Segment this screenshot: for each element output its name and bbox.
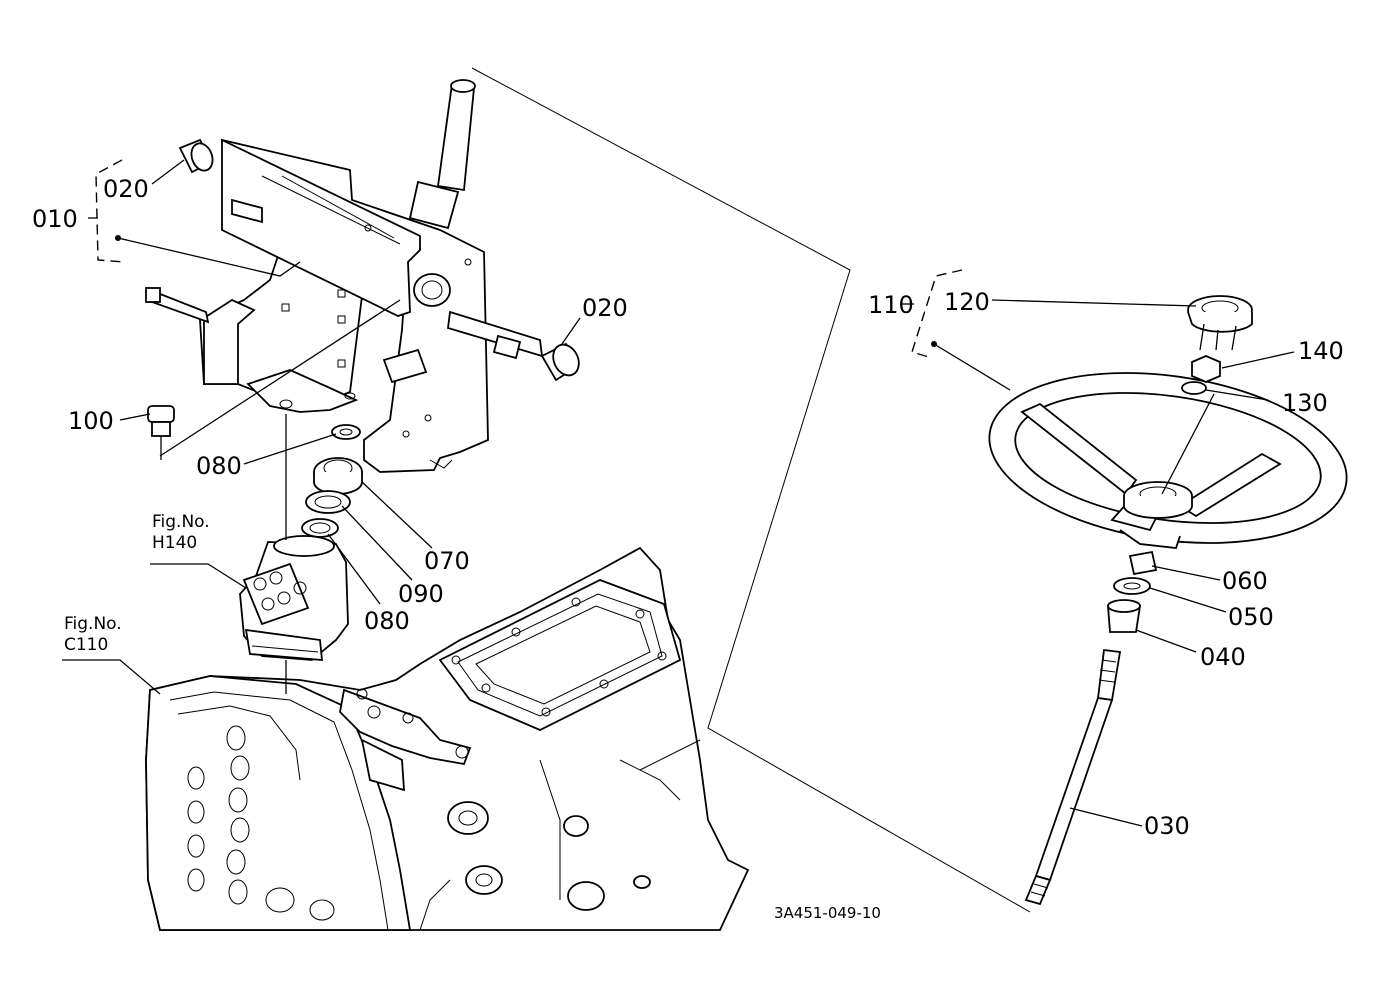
bolt-part	[147, 405, 175, 460]
steering-wheel-part	[988, 372, 1348, 549]
callout-080-lower: 080	[364, 607, 410, 635]
figure-ref-h140-line2: H140	[152, 533, 198, 554]
steering-bracket-part	[145, 79, 544, 473]
panel-outline	[471, 67, 1031, 913]
callout-100: 100	[68, 407, 114, 435]
callout-010: 010	[32, 205, 78, 233]
shaft-fittings-part	[1107, 550, 1158, 633]
callout-120: 120	[944, 288, 990, 316]
callout-090: 090	[398, 580, 444, 608]
steering-valve-part	[239, 535, 349, 661]
bushing-part	[178, 138, 580, 382]
callout-020-left: 020	[103, 175, 149, 203]
washer-stack-part	[301, 424, 363, 538]
callout-070: 070	[424, 547, 470, 575]
group-bracket-010	[95, 159, 125, 263]
leader-lines	[62, 159, 1295, 827]
case-holes	[187, 725, 335, 921]
callout-020-right: 020	[582, 294, 628, 322]
steering-shaft-part	[1024, 648, 1122, 906]
callout-050: 050	[1228, 603, 1274, 631]
figure-ref-c110-line2: C110	[64, 635, 109, 656]
nut-part	[1181, 355, 1221, 395]
figure-ref-c110: Fig.No. C110	[64, 614, 122, 657]
center-cap-part	[1187, 295, 1253, 351]
transmission-case-part	[145, 546, 750, 931]
callout-080-upper: 080	[196, 452, 242, 480]
figure-ref-h140-line1: Fig.No.	[152, 512, 210, 532]
callout-060: 060	[1222, 567, 1268, 595]
group-bracket-110	[911, 269, 963, 359]
callout-040: 040	[1200, 643, 1246, 671]
callout-130: 130	[1282, 389, 1328, 417]
figure-ref-h140: Fig.No. H140	[152, 512, 210, 555]
callout-140: 140	[1298, 337, 1344, 365]
callout-030: 030	[1144, 812, 1190, 840]
callout-110: 110	[868, 291, 914, 319]
figure-code: 3A451-049-10	[774, 904, 881, 922]
figure-ref-c110-line1: Fig.No.	[64, 614, 122, 634]
